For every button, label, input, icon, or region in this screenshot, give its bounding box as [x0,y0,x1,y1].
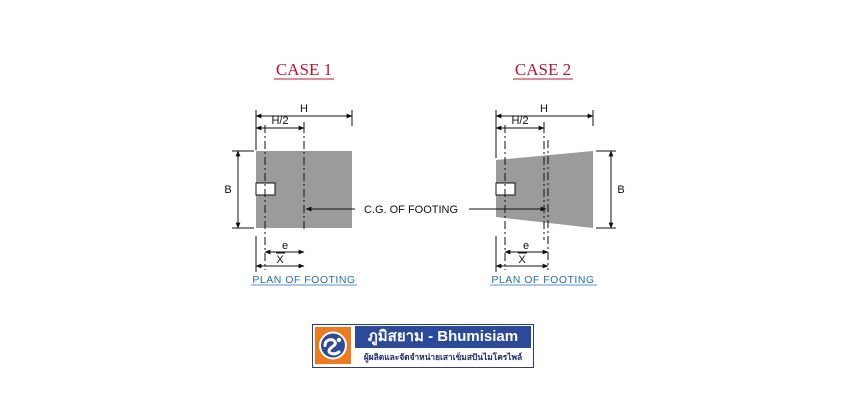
case2-dim-h2-label: H/2 [511,115,528,127]
case2-dim-b-label: B [617,184,624,196]
case1-dim-h-label: H [300,103,308,115]
cg-label: C.G. OF FOOTING [364,204,458,216]
case2-plan-label: PLAN OF FOOTING [491,274,594,286]
case1-dim-x-label: X [276,254,284,266]
case2-dim-x-label: X [518,254,526,266]
case1-title: CASE 1 [276,60,332,79]
case1-dim-b-label: B [224,184,231,196]
case2-dim-e-label: e [523,240,529,252]
case2-dim-h-label: H [540,103,548,115]
case1-dim-h2-label: H/2 [271,115,288,127]
case1-plan-label: PLAN OF FOOTING [252,274,355,286]
logo-title: ภูมิสยาม - Bhumisiam [355,326,531,348]
bhumisiam-logo: ภูมิสยาม - Bhumisiam ผู้ผลิตและจัดจำหน่า… [312,324,534,368]
cg-callout: C.G. OF FOOTING [305,204,547,216]
case2-title: CASE 2 [515,60,571,79]
case2-group: CASE 2 H H/2 B e X PLAN OF FOO [490,60,625,286]
case1-group: CASE 1 H H/2 B e X PLAN OF FOOTING [224,60,357,286]
logo-subtitle: ผู้ผลิตและจัดจำหน่ายเสาเข็มสปันไมโครไพล์ [363,352,523,362]
bhumisiam-emblem-icon [315,327,351,364]
case1-dim-e-label: e [282,240,288,252]
